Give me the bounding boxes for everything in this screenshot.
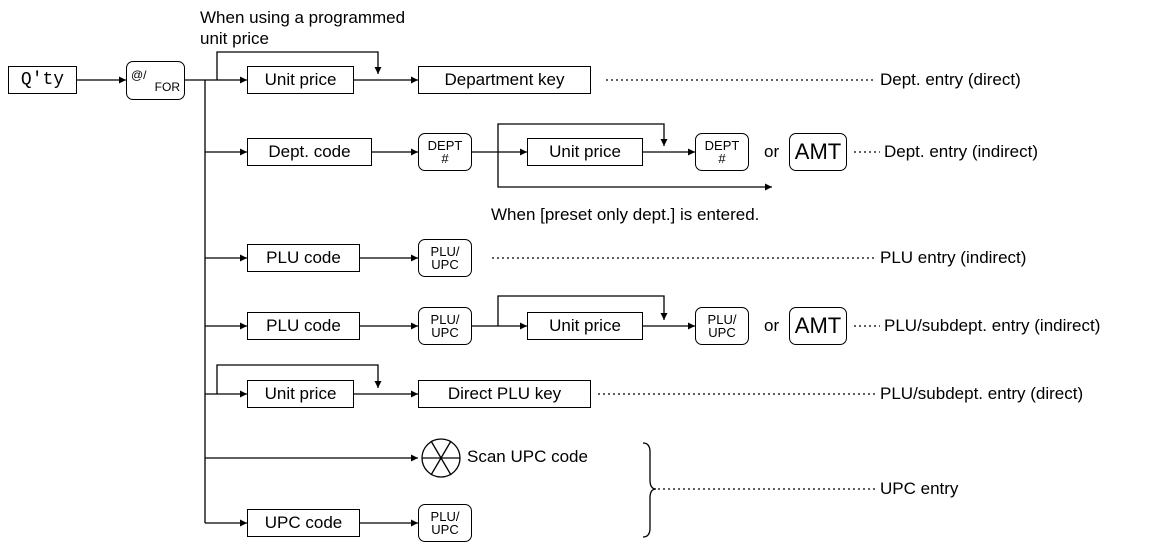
plu-upc-key[interactable]: PLU/ UPC <box>418 504 472 542</box>
unit-price-box: Unit price <box>527 138 643 166</box>
dept-code-box: Dept. code <box>247 138 372 166</box>
dept-hash-key-top: DEPT <box>427 138 463 153</box>
result-dept-indirect: Dept. entry (indirect) <box>884 142 1038 161</box>
scan-upc-label: Scan UPC code <box>467 447 588 466</box>
dept-hash-key-top: DEPT <box>704 138 740 153</box>
plu-upc-key[interactable]: PLU/ UPC <box>418 239 472 277</box>
unit-price-box: Unit price <box>527 312 643 340</box>
plu-code-box: PLU code <box>247 244 360 272</box>
at-for-key[interactable]: @/ FOR <box>126 61 185 100</box>
dept-hash-key-bottom: # <box>441 151 449 166</box>
programmed-price-note: When using a programmed unit price <box>200 8 406 48</box>
dept-hash-key-bottom: # <box>718 151 726 166</box>
at-for-key-top: @/ <box>131 67 147 82</box>
result-plu-subdept-indirect: PLU/subdept. entry (indirect) <box>884 316 1101 335</box>
dept-hash-key[interactable]: DEPT # <box>418 133 472 171</box>
plu-upc-key-top: PLU/ <box>430 312 460 327</box>
plu-upc-key-top: PLU/ <box>430 509 460 524</box>
plu-upc-key-bottom: UPC <box>708 325 736 340</box>
preset-only-note: When [preset only dept.] is entered. <box>491 205 760 224</box>
unit-price-box: Unit price <box>247 380 354 408</box>
plu-upc-key[interactable]: PLU/ UPC <box>695 307 749 345</box>
plu-upc-key-bottom: UPC <box>431 257 459 272</box>
direct-plu-key-box: Direct PLU key <box>418 380 591 408</box>
unit-price-box: Unit price <box>247 66 354 94</box>
amt-key[interactable]: AMT <box>789 133 847 171</box>
upc-code-box: UPC code <box>247 509 360 537</box>
plu-upc-key-top: PLU/ <box>430 244 460 259</box>
or-label: or <box>764 316 780 335</box>
result-upc-entry: UPC entry <box>880 479 959 498</box>
dept-hash-key[interactable]: DEPT # <box>695 133 749 171</box>
plu-upc-key-top: PLU/ <box>707 312 737 327</box>
plu-code-box: PLU code <box>247 312 360 340</box>
result-dept-direct: Dept. entry (direct) <box>880 70 1021 89</box>
amt-key[interactable]: AMT <box>789 307 847 345</box>
department-key-box: Department key <box>418 66 591 94</box>
plu-upc-key-bottom: UPC <box>431 325 459 340</box>
plu-upc-key[interactable]: PLU/ UPC <box>418 307 472 345</box>
scanner-icon <box>421 438 461 478</box>
qty-box: Q'ty <box>8 66 77 94</box>
result-plu-indirect: PLU entry (indirect) <box>880 248 1027 267</box>
or-label: or <box>764 142 780 161</box>
result-plu-subdept-direct: PLU/subdept. entry (direct) <box>880 384 1084 403</box>
at-for-key-bottom: FOR <box>154 79 180 94</box>
plu-upc-key-bottom: UPC <box>431 522 459 537</box>
